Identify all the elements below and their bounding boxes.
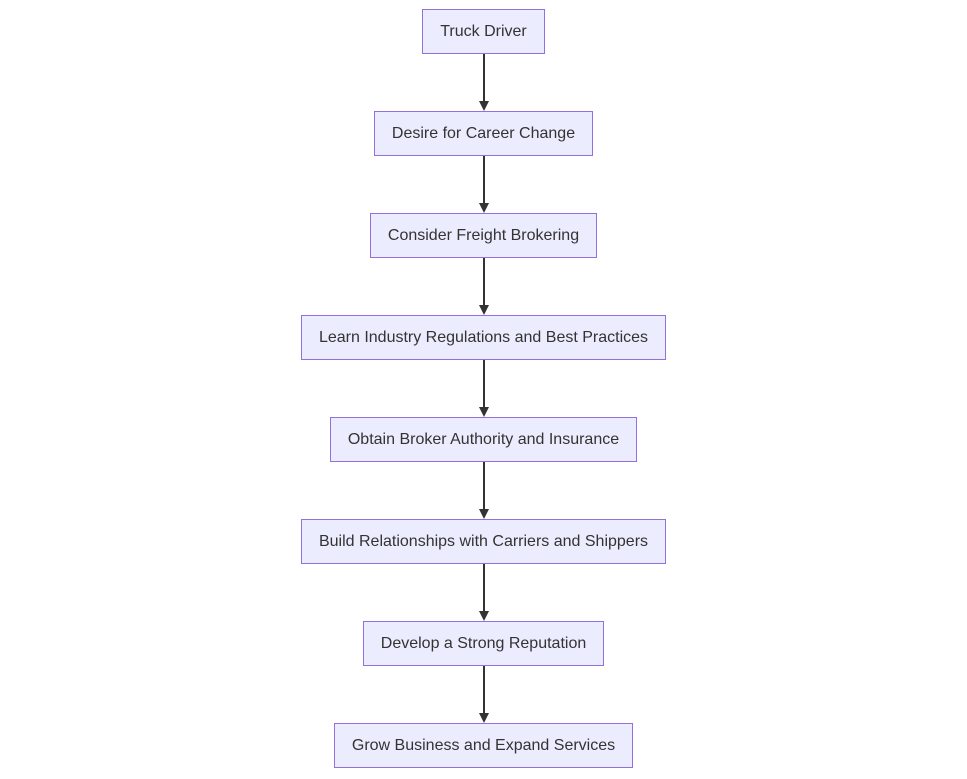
arrow-connector — [478, 156, 489, 213]
arrow-connector — [478, 54, 489, 111]
arrow-line — [482, 156, 485, 203]
arrow-connector — [478, 462, 489, 519]
node-grow-business: Grow Business and Expand Services — [333, 723, 634, 768]
arrowhead-icon — [478, 611, 489, 621]
arrow-line — [482, 564, 485, 611]
node-truck-driver: Truck Driver — [422, 9, 545, 54]
arrowhead-icon — [478, 509, 489, 519]
node-develop-strong-reputation: Develop a Strong Reputation — [362, 621, 605, 666]
arrow-line — [482, 360, 485, 407]
arrow-connector — [478, 564, 489, 621]
arrowhead-icon — [478, 101, 489, 111]
arrowhead-icon — [478, 203, 489, 213]
arrow-line — [482, 54, 485, 101]
arrowhead-icon — [478, 305, 489, 315]
node-obtain-broker-authority: Obtain Broker Authority and Insurance — [329, 417, 638, 462]
arrow-connector — [478, 360, 489, 417]
arrow-connector — [478, 258, 489, 315]
arrowhead-icon — [478, 713, 489, 723]
arrow-line — [482, 666, 485, 713]
node-consider-freight-brokering: Consider Freight Brokering — [369, 213, 598, 258]
node-desire-career-change: Desire for Career Change — [373, 111, 594, 156]
node-learn-industry-regulations: Learn Industry Regulations and Best Prac… — [300, 315, 667, 360]
arrow-line — [482, 258, 485, 305]
arrow-line — [482, 462, 485, 509]
node-build-relationships: Build Relationships with Carriers and Sh… — [300, 519, 667, 564]
arrow-connector — [478, 666, 489, 723]
arrowhead-icon — [478, 407, 489, 417]
